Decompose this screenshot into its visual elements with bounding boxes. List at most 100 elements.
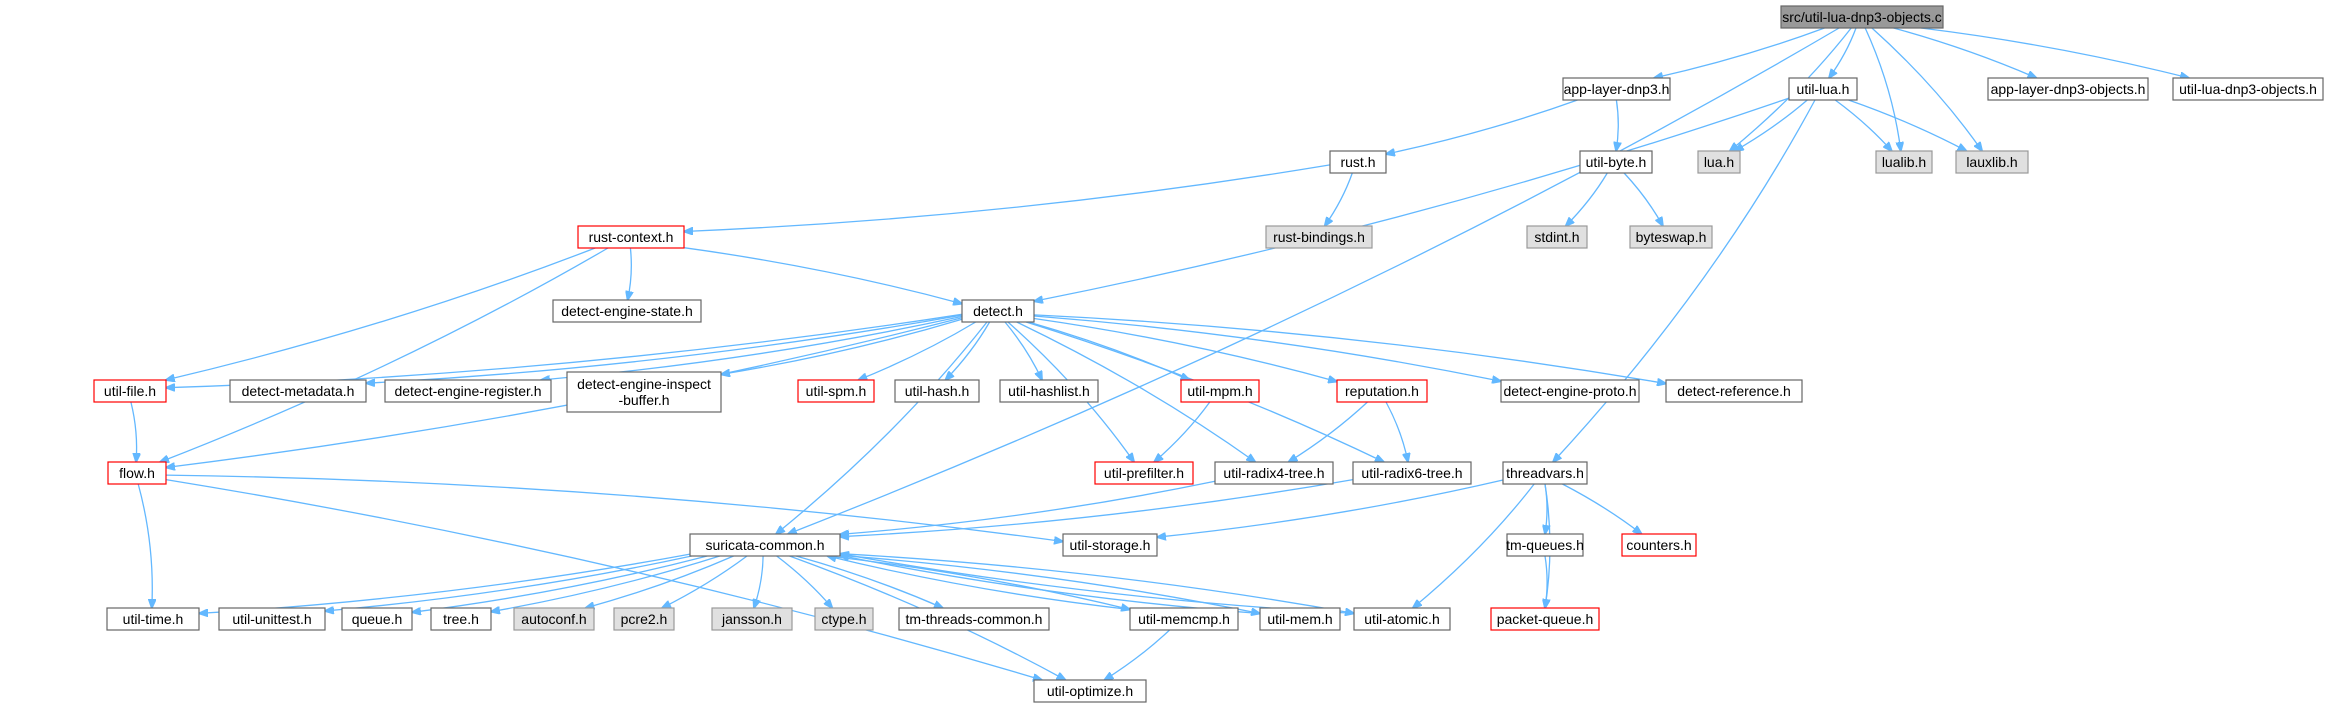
node-util-hashlist[interactable]: util-hashlist.h <box>999 379 1099 403</box>
node-packet-queue[interactable]: packet-queue.h <box>1490 607 1600 631</box>
node-suricata-common[interactable]: suricata-common.h <box>689 533 841 557</box>
node-autoconf[interactable]: autoconf.h <box>513 607 595 631</box>
edge-app-layer-dnp3-to-util-byte <box>1616 99 1618 151</box>
node-box-flow <box>107 461 167 485</box>
node-box-util-atomic <box>1353 607 1451 631</box>
node-byteswap[interactable]: byteswap.h <box>1629 225 1713 249</box>
edge-util-lua-to-threadvars <box>1553 99 1816 462</box>
node-label: detect.h <box>973 303 1023 319</box>
node-jansson[interactable]: jansson.h <box>711 607 793 631</box>
node-util-prefilter[interactable]: util-prefilter.h <box>1094 461 1194 485</box>
node-util-optimize[interactable]: util-optimize.h <box>1033 679 1147 703</box>
node-box-jansson <box>711 607 793 631</box>
node-detect-engine-proto[interactable]: detect-engine-proto.h <box>1500 379 1640 403</box>
node-detect-reference[interactable]: detect-reference.h <box>1665 379 1803 403</box>
node-box-util-file <box>93 379 167 403</box>
node-util-time[interactable]: util-time.h <box>106 607 200 631</box>
node-util-lua-dnp3-objects[interactable]: util-lua-dnp3-objects.h <box>2172 77 2324 101</box>
node-label: util-mem.h <box>1267 611 1332 627</box>
node-util-spm[interactable]: util-spm.h <box>797 379 875 403</box>
node-ctype[interactable]: ctype.h <box>814 607 874 631</box>
node-util-mem[interactable]: util-mem.h <box>1259 607 1341 631</box>
node-detect-engine-inspect-buffer[interactable]: detect-engine-inspect-buffer.h <box>566 371 722 413</box>
node-box-util-lua-dnp3-objects <box>2172 77 2324 101</box>
node-util-storage[interactable]: util-storage.h <box>1062 533 1158 557</box>
node-util-radix4-tree[interactable]: util-radix4-tree.h <box>1214 461 1334 485</box>
node-detect-engine-state[interactable]: detect-engine-state.h <box>552 299 702 323</box>
node-label: util-file.h <box>104 383 156 399</box>
edge-util-radix6-tree-to-suricata-common <box>840 478 1354 537</box>
node-box-pcre2 <box>613 607 675 631</box>
node-label: detect-reference.h <box>1677 383 1791 399</box>
node-lualib[interactable]: lualib.h <box>1875 150 1933 174</box>
edge-suricata-common-to-tree <box>491 555 720 612</box>
edge-threadvars-to-counters <box>1562 483 1641 534</box>
node-util-unittest[interactable]: util-unittest.h <box>218 607 326 631</box>
node-box-suricata-common <box>689 533 841 557</box>
node-label: util-mpm.h <box>1187 383 1252 399</box>
node-box-util-mpm <box>1180 379 1260 403</box>
node-lua[interactable]: lua.h <box>1697 150 1741 174</box>
node-tm-threads-common[interactable]: tm-threads-common.h <box>898 607 1050 631</box>
edge-suricata-common-to-util-atomic <box>839 553 1354 614</box>
node-detect[interactable]: detect.h <box>961 299 1035 323</box>
node-detect-metadata[interactable]: detect-metadata.h <box>229 379 367 403</box>
node-box-util-time <box>106 607 200 631</box>
node-tm-queues[interactable]: tm-queues.h <box>1506 533 1584 557</box>
node-util-hash[interactable]: util-hash.h <box>894 379 980 403</box>
node-box-tm-queues <box>1506 533 1584 557</box>
node-label: stdint.h <box>1534 229 1579 245</box>
edge-detect-to-detect-engine-inspect-buffer <box>721 318 963 374</box>
node-box-lauxlib <box>1955 150 2029 174</box>
node-app-layer-dnp3-objects[interactable]: app-layer-dnp3-objects.h <box>1987 77 2149 101</box>
node-label: counters.h <box>1626 537 1691 553</box>
node-label: util-prefilter.h <box>1104 465 1184 481</box>
node-util-lua[interactable]: util-lua.h <box>1788 77 1858 101</box>
node-box-ctype <box>814 607 874 631</box>
node-label: util-storage.h <box>1070 537 1151 553</box>
edge-reputation-to-util-radix4-tree <box>1289 401 1368 462</box>
node-label: pcre2.h <box>621 611 668 627</box>
node-label: lua.h <box>1704 154 1734 170</box>
edge-detect-to-detect-metadata <box>366 314 963 383</box>
node-util-file[interactable]: util-file.h <box>93 379 167 403</box>
node-box-rust-bindings <box>1265 225 1373 249</box>
node-util-radix6-tree[interactable]: util-radix6-tree.h <box>1352 461 1472 485</box>
node-util-memcmp[interactable]: util-memcmp.h <box>1129 607 1239 631</box>
node-lauxlib[interactable]: lauxlib.h <box>1955 150 2029 174</box>
edge-suricata-common-to-queue <box>412 555 708 612</box>
node-box-util-optimize <box>1033 679 1147 703</box>
node-label: tm-threads-common.h <box>906 611 1043 627</box>
node-util-mpm[interactable]: util-mpm.h <box>1180 379 1260 403</box>
node-reputation[interactable]: reputation.h <box>1336 379 1428 403</box>
node-tree[interactable]: tree.h <box>430 607 492 631</box>
node-box-rust <box>1329 150 1387 174</box>
node-box-tm-threads-common <box>898 607 1050 631</box>
node-pcre2[interactable]: pcre2.h <box>613 607 675 631</box>
edge-root-to-util-lua-dnp3-objects <box>1920 27 2189 78</box>
node-detect-engine-register[interactable]: detect-engine-register.h <box>384 379 552 403</box>
edge-util-byte-to-stdint <box>1566 172 1608 226</box>
node-flow[interactable]: flow.h <box>107 461 167 485</box>
node-root[interactable]: src/util-lua-dnp3-objects.c <box>1780 5 1944 29</box>
node-label: app-layer-dnp3.h <box>1564 81 1670 97</box>
node-counters[interactable]: counters.h <box>1621 533 1697 557</box>
node-threadvars[interactable]: threadvars.h <box>1502 461 1588 485</box>
node-util-atomic[interactable]: util-atomic.h <box>1353 607 1451 631</box>
edge-suricata-common-to-pcre2 <box>662 555 748 608</box>
node-box-stdint <box>1526 225 1588 249</box>
node-label: detect-engine-state.h <box>561 303 693 319</box>
node-label: queue.h <box>352 611 403 627</box>
node-rust-bindings[interactable]: rust-bindings.h <box>1265 225 1373 249</box>
edge-suricata-common-to-ctype <box>776 555 833 608</box>
edge-suricata-common-to-util-unittest <box>325 555 692 611</box>
edge-detect-to-detect-engine-proto <box>1033 315 1501 381</box>
node-label: util-hash.h <box>905 383 970 399</box>
node-queue[interactable]: queue.h <box>341 607 413 631</box>
node-app-layer-dnp3[interactable]: app-layer-dnp3.h <box>1562 77 1671 101</box>
node-rust[interactable]: rust.h <box>1329 150 1387 174</box>
node-rust-context[interactable]: rust-context.h <box>577 225 685 249</box>
edge-util-byte-to-byteswap <box>1623 172 1663 226</box>
node-stdint[interactable]: stdint.h <box>1526 225 1588 249</box>
node-util-byte[interactable]: util-byte.h <box>1579 150 1653 174</box>
